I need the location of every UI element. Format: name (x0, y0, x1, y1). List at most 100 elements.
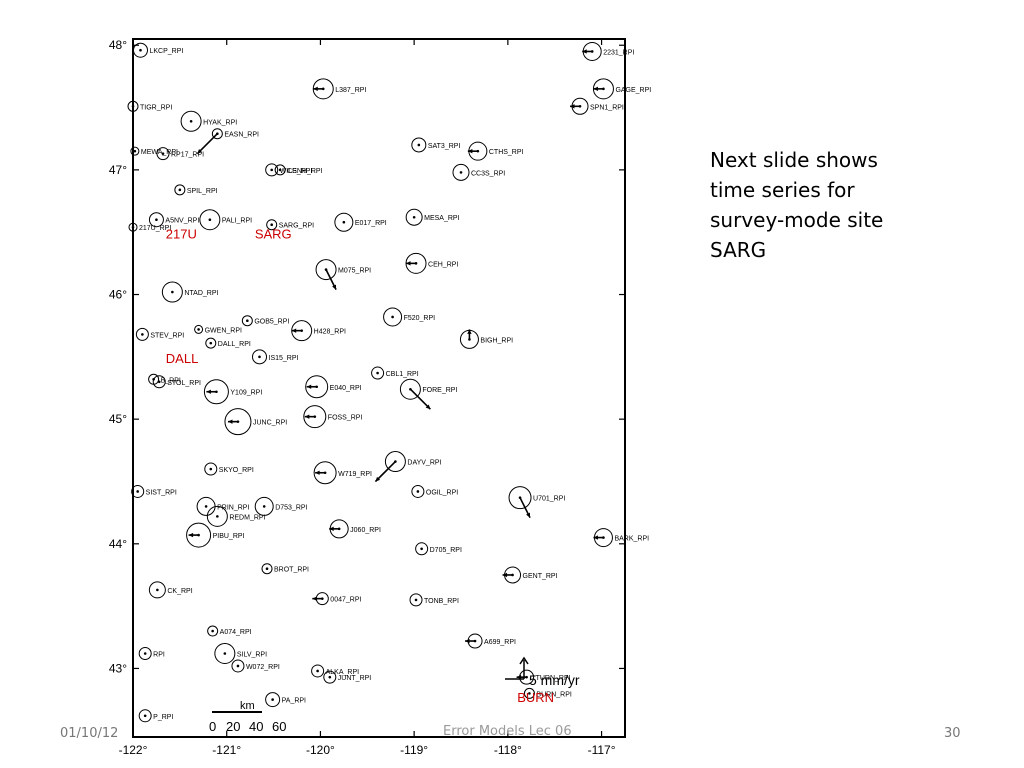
station-dot (143, 714, 147, 718)
station-label: DALL_RPI (218, 341, 251, 348)
error-ellipse (214, 642, 236, 664)
site-highlight-label: BURN (517, 690, 554, 705)
error-ellipse (305, 375, 329, 399)
station-dot (602, 87, 605, 91)
error-ellipse (384, 451, 406, 473)
station-label: HYAK_RPI (203, 119, 237, 126)
station: BARK_RPI (593, 528, 649, 548)
station-dot (133, 149, 137, 153)
station-dot (394, 460, 397, 463)
station-label: SPN1_RPI (590, 104, 624, 111)
velocity-arrow (196, 133, 218, 155)
station-label: W719_RPI (338, 471, 372, 478)
station-label: U701_RPI (533, 496, 565, 503)
site-highlight-label: 217U (166, 226, 197, 241)
station: JUNT_RPI (323, 670, 371, 684)
error-ellipse (399, 378, 421, 400)
error-ellipse (156, 147, 170, 161)
station: STOL_RPI (152, 375, 201, 389)
station-dot (315, 385, 318, 389)
station-label: SPIL_RPI (187, 188, 218, 195)
station-label: D705_RPI (430, 547, 462, 554)
station-dot (236, 664, 240, 668)
station-label: PRIN_RPI (217, 504, 249, 511)
station-label: BIGH_RPI (480, 337, 513, 344)
station-label: RP17_RPI (171, 152, 204, 159)
velocity-arrow-head (465, 638, 470, 644)
station-dot (316, 669, 319, 673)
station: PA_RPI (265, 692, 306, 708)
error-ellipse (186, 522, 212, 548)
y-tick-label: 46° (109, 288, 127, 302)
error-ellipse (265, 692, 281, 708)
station-label: B_RPI (161, 377, 181, 384)
footer-title: Error Models Lec 06 (443, 724, 572, 739)
station-dot (300, 329, 303, 332)
y-tick-label: 45° (109, 412, 127, 426)
error-ellipse (224, 408, 252, 436)
velocity-arrow-head (332, 284, 337, 290)
reference-arrow-vertical-head (519, 656, 529, 665)
error-ellipse (148, 581, 166, 599)
station-dot (518, 496, 522, 499)
station: CEH_RPI (405, 252, 458, 274)
station: MESA_RPI (405, 208, 460, 226)
station: TURN_RPI (516, 669, 571, 685)
station: DAYV_RPI (374, 451, 442, 483)
station-dot (391, 315, 394, 319)
station-label: FOSS_RPI (328, 415, 363, 422)
station-dot (216, 515, 219, 518)
station-label: IS15_RPI (269, 355, 299, 362)
station-dot (223, 652, 227, 655)
station-label: Y109_RPI (230, 390, 262, 397)
station: SKYO_RPI (204, 462, 254, 476)
slide-note: Next slide shows time series for survey-… (710, 145, 950, 265)
station-label: GOB5_RPI (254, 319, 289, 326)
error-ellipse (131, 484, 145, 498)
station-dot (323, 471, 327, 475)
station-label: EASN_RPI (224, 132, 259, 139)
station-dot (417, 143, 421, 147)
station-label: H428_RPI (314, 329, 346, 336)
station: NTAD_RPI (161, 281, 219, 303)
station-dot (416, 490, 420, 493)
velocity-arrow-head (582, 49, 587, 54)
station-dot (246, 319, 249, 322)
station: RPI (138, 646, 165, 660)
station: PALI_RPI (199, 209, 252, 231)
velocity-arrow-head (227, 419, 233, 424)
station-label: 0047_RPI (330, 597, 361, 604)
station-label: BARK_RPI (614, 536, 649, 543)
error-ellipse (138, 646, 152, 660)
station: CTHS_RPI (467, 141, 524, 161)
site-highlight-label: SARG (255, 226, 292, 241)
station: H428_RPI (291, 320, 346, 342)
station: LKCP_RPI (132, 42, 183, 58)
y-tick-label: 44° (109, 537, 127, 551)
station: 2231_RPI (582, 41, 634, 61)
velocity-arrow-head (291, 328, 297, 333)
slide-number: 30 (944, 726, 961, 741)
station-label: OGIL_RPI (426, 489, 458, 496)
station: W719_RPI (313, 461, 372, 485)
error-ellipse (313, 461, 337, 485)
station-label: CBL1_RPI (386, 371, 419, 378)
station-dot (216, 132, 219, 136)
station-dot (215, 390, 218, 394)
velocity-arrow-head (313, 86, 318, 92)
error-ellipse (231, 659, 245, 673)
station: 0047_RPI (312, 592, 361, 606)
station-label: GAGE_RPI (615, 87, 651, 94)
x-tick-label: -117° (588, 743, 616, 757)
velocity-arrow (409, 388, 431, 410)
station-label: TURN_RPI (536, 675, 571, 682)
station-dot (376, 371, 379, 375)
station-dot (204, 505, 208, 508)
station: A074_RPI (207, 625, 252, 637)
station-dot (197, 328, 200, 331)
station-dot (578, 105, 582, 108)
site-highlight-label: DALL (166, 351, 199, 366)
y-tick-label: 43° (109, 661, 127, 675)
station: SILV_RPI (214, 642, 267, 664)
station: D705_RPI (415, 542, 462, 556)
